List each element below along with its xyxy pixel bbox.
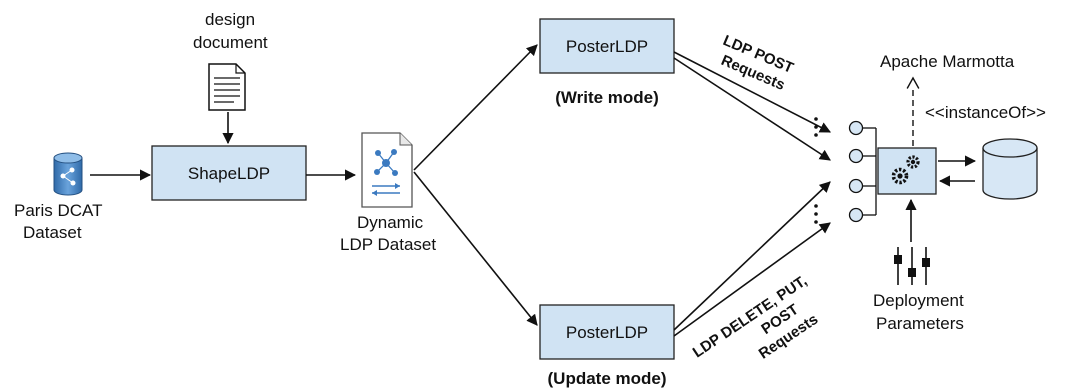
poster-write-label: PosterLDP — [566, 37, 648, 56]
paris-dcat-label-line2: Dataset — [23, 223, 82, 242]
instance-of-label: <<instanceOf>> — [925, 103, 1046, 122]
dynamic-label-line1: Dynamic — [357, 213, 424, 232]
edge-write-request-1 — [673, 51, 831, 133]
ldp-dataset-icon — [361, 132, 413, 208]
edge-write-request-2 — [673, 57, 831, 161]
ellipsis-dots-bottom — [814, 204, 818, 224]
update-mode-label: (Update mode) — [548, 369, 667, 388]
write-mode-label: (Write mode) — [555, 88, 659, 107]
post-requests-label: LDP POST Requests — [719, 32, 796, 94]
design-doc-label-line1: design — [205, 10, 255, 29]
deployment-label-line2: Parameters — [876, 314, 964, 333]
endpoint-ports — [848, 120, 877, 223]
paris-dcat-label-line1: Paris DCAT — [14, 201, 102, 220]
update-requests-label: LDP DELETE, PUT, POST Requests — [690, 272, 822, 362]
poster-update-label: PosterLDP — [566, 323, 648, 342]
marmotta-component — [877, 147, 937, 195]
shapeldp-node: ShapeLDP — [151, 145, 307, 201]
database-cylinder-icon — [982, 138, 1038, 200]
database-icon — [53, 152, 83, 196]
edge-update-request-2 — [673, 222, 831, 337]
design-doc-label-line2: document — [193, 33, 268, 52]
edge-update-request-1 — [673, 181, 831, 331]
apache-marmotta-label: Apache Marmotta — [880, 52, 1015, 71]
poster-update-node: PosterLDP — [539, 304, 675, 360]
edge-dynamic-to-poster-update — [413, 171, 538, 326]
poster-write-node: PosterLDP — [539, 18, 675, 74]
shapeldp-label: ShapeLDP — [188, 164, 270, 183]
gears-icon — [891, 155, 920, 185]
ellipsis-dots-top — [814, 117, 818, 137]
dynamic-label-line2: LDP Dataset — [340, 235, 436, 254]
sliders-icon — [894, 247, 930, 285]
edge-dynamic-to-poster-write — [413, 44, 538, 171]
deployment-label-line1: Deployment — [873, 291, 964, 310]
document-icon — [208, 63, 246, 111]
